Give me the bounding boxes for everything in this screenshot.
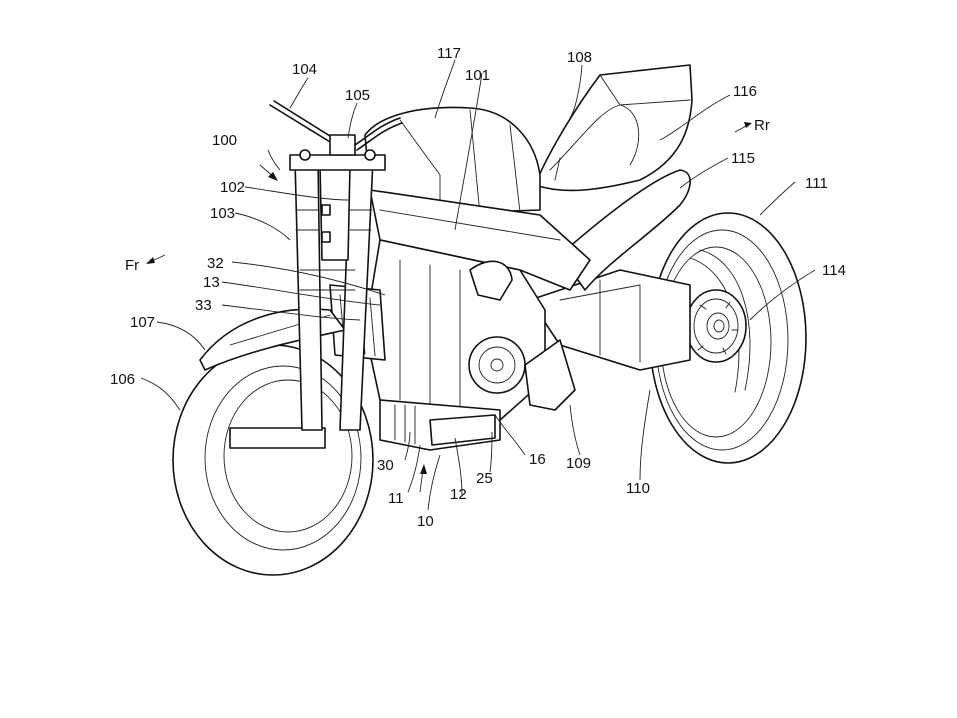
label-100: 100 (212, 132, 237, 149)
label-117: 117 (437, 45, 461, 62)
label-104: 104 (292, 61, 317, 78)
label-106: 106 (110, 371, 135, 388)
label-30: 30 (377, 457, 394, 474)
label-16: 16 (529, 451, 546, 468)
steering-head (319, 164, 351, 261)
label-13: 13 (203, 274, 220, 291)
rear-fender (559, 169, 691, 291)
labels: 104 105 100 117 101 108 116 115 111 102 … (110, 45, 846, 530)
leader-lines (140, 59, 816, 511)
arrows (146, 122, 752, 493)
label-109: 109 (566, 455, 591, 472)
label-108: 108 (567, 49, 592, 66)
label-25: 25 (476, 470, 493, 487)
label-33: 33 (195, 297, 212, 314)
seat-and-tail (534, 64, 693, 192)
front-direction-label: Fr (125, 257, 139, 274)
label-11: 11 (388, 490, 404, 507)
label-10: 10 (417, 513, 434, 530)
label-111: 111 (805, 175, 828, 192)
rear-hub (685, 289, 747, 363)
engine (364, 239, 546, 431)
label-12: 12 (450, 486, 467, 503)
label-102: 102 (220, 179, 245, 196)
label-116: 116 (733, 83, 757, 100)
label-32: 32 (207, 255, 224, 272)
label-107: 107 (130, 314, 155, 331)
label-115: 115 (731, 150, 755, 167)
footpeg-bracket (524, 339, 576, 411)
label-114: 114 (822, 262, 846, 279)
label-103: 103 (210, 205, 235, 222)
label-105: 105 (345, 87, 370, 104)
rear-direction-label: Rr (754, 117, 770, 134)
label-101: 101 (465, 67, 490, 84)
label-110: 110 (626, 480, 650, 497)
handlebar (269, 100, 403, 156)
